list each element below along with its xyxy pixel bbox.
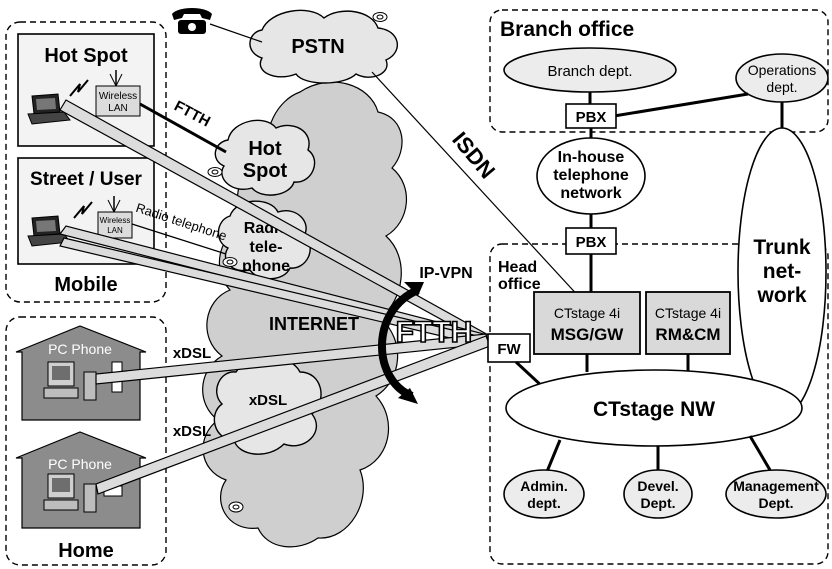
ctstage-nw-label: CTstage NW: [593, 398, 715, 421]
internet-label: INTERNET: [269, 314, 359, 334]
inhouse-label-2: telephone: [553, 167, 629, 184]
admin-dept-line1: Admin.: [520, 478, 567, 494]
ctstage-msg-gw-line1: CTstage 4i: [554, 305, 620, 321]
laptop-icon: [27, 215, 71, 247]
devel-dept-line2: Dept.: [641, 495, 676, 511]
house-1-xdsl-tube: [95, 333, 489, 385]
home-title: Home: [58, 540, 114, 562]
hotspot-cloud-label-1: Hot: [248, 138, 282, 160]
ftth-main-label: FTTH: [396, 316, 473, 349]
trunk-label-2: net-: [763, 260, 802, 283]
ctstage-rm-cm-line2: RM&CM: [655, 325, 720, 344]
hotspot-cloud-label-2: Spot: [243, 160, 288, 182]
head-pbx-box: [565, 227, 617, 255]
house-2-link-label: xDSL: [173, 423, 211, 440]
telephone-icon: [172, 8, 212, 34]
hotspot-ftth-link: [139, 102, 227, 154]
street-panel-title: Street / User: [30, 169, 143, 190]
devel-dept-line1: Devel.: [637, 478, 678, 494]
branch-pbx-label: PBX: [576, 109, 607, 126]
lightning-icon: [69, 79, 89, 97]
management-dept-line1: Management: [733, 478, 819, 494]
isdn-label: ISDN: [447, 127, 500, 183]
management-nw-link: [748, 435, 772, 471]
house-2: PC Phone: [15, 431, 147, 529]
antenna-icon: [107, 196, 121, 213]
inhouse-label-3: network: [560, 185, 621, 202]
head-office-title-1: Head: [498, 259, 537, 276]
hotspot-panel: Hot Spot Wireless LAN: [17, 33, 155, 147]
ctstage-nw-node: [505, 369, 803, 447]
mobile-title: Mobile: [54, 274, 117, 296]
devel-dept-node: [623, 469, 693, 519]
ctstage-rm-cm-box: [645, 291, 731, 355]
pstn-cloud: PSTN: [249, 9, 399, 84]
operations-pbx-link: [613, 92, 749, 118]
trunk-label-1: Trunk: [753, 236, 810, 259]
radio-cloud-label-3: phone: [242, 258, 290, 275]
admin-dept-line2: dept.: [527, 495, 560, 511]
hotspot-cloud: Hot Spot: [207, 119, 316, 196]
street-lan-label: LAN: [107, 226, 123, 235]
lightning-icon: [73, 201, 93, 219]
laptop-icon: [27, 93, 71, 125]
branch-office-title: Branch office: [500, 18, 634, 41]
inhouse-label-1: In-house: [558, 149, 625, 166]
management-dept-line2: Dept.: [759, 495, 794, 511]
house-1-link-label: xDSL: [173, 345, 211, 362]
head-office-title-2: office: [498, 276, 541, 293]
radio-cloud-label-2: tele-: [250, 239, 283, 256]
house-1-label: PC Phone: [48, 341, 112, 357]
antenna-icon: [109, 70, 123, 87]
operations-dept-label-2: dept.: [766, 79, 797, 95]
management-dept-node: [725, 469, 827, 519]
ip-vpn-arrow: [378, 282, 424, 404]
pc-phone-icon: [43, 473, 123, 513]
radio-telephone-link: [131, 223, 227, 255]
xdsl-cloud-label: xDSL: [249, 392, 287, 409]
head-pbx-label: PBX: [576, 234, 607, 251]
street-wireless-label: Wireless: [100, 216, 131, 225]
house-2-label: PC Phone: [48, 456, 112, 472]
hotspot-lan-label: LAN: [108, 103, 127, 114]
hotspot-wireless-label: Wireless: [99, 91, 137, 102]
firewall-label: FW: [497, 341, 521, 358]
operations-dept-label-1: Operations: [748, 62, 816, 78]
isdn-line: [371, 71, 583, 301]
admin-dept-node: [503, 469, 585, 519]
radio-telephone-cloud: Radio tele- phone: [217, 200, 311, 280]
telephone-pstn-line: [209, 23, 263, 43]
ip-vpn-label: IP-VPN: [419, 265, 472, 282]
admin-nw-link: [544, 439, 562, 475]
trunk-label-3: work: [756, 284, 806, 307]
hotspot-panel-title: Hot Spot: [44, 45, 128, 67]
branch-dept-label: Branch dept.: [547, 63, 632, 80]
ctstage-msg-gw-line2: MSG/GW: [551, 325, 625, 344]
ctstage-msg-gw-box: [533, 291, 641, 355]
pstn-label: PSTN: [291, 36, 344, 58]
firewall-box: [487, 333, 531, 363]
ctstage-rm-cm-line1: CTstage 4i: [655, 305, 721, 321]
